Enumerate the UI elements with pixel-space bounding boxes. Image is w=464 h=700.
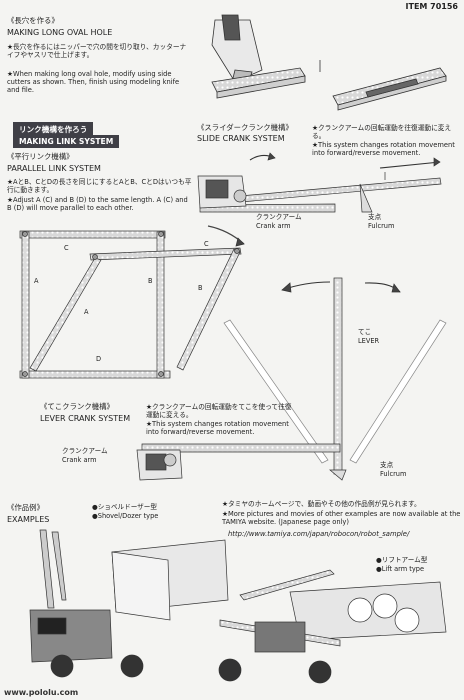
- examples-title-jp: 《作品例》: [7, 503, 44, 512]
- shovel-type-label-en: ●Shovel/Dozer type: [92, 512, 159, 520]
- lever-crank-arm-label-jp: クランクアーム: [62, 447, 108, 455]
- parallel-link-title-jp: 《平行リンク機構》: [7, 152, 74, 161]
- lever-crank-arm-label-en: Crank arm: [62, 456, 97, 464]
- pololu-watermark: www.pololu.com: [4, 688, 79, 697]
- lever-label-jp: てこ: [358, 328, 372, 336]
- slide-crank-title-en: SLIDE CRANK SYSTEM: [197, 134, 285, 143]
- link-system-banner-jp: リンク機構を作ろう: [13, 122, 94, 137]
- example-robots-illustration: [29, 529, 447, 684]
- link-label-a-right: A: [84, 308, 89, 316]
- slide-fulcrum-label-en: Fulcrum: [368, 222, 395, 230]
- lever-crank-title-en: LEVER CRANK SYSTEM: [40, 414, 131, 423]
- parallel-link-title-en: PARALLEL LINK SYSTEM: [7, 164, 101, 173]
- website-note-en: ★More pictures and movies of other examp…: [222, 510, 461, 527]
- link-label-c: C: [64, 244, 69, 252]
- link-label-a-left: A: [34, 277, 39, 285]
- slide-crank-body-en: ★This system changes rotation movement i…: [312, 141, 455, 158]
- lever-crank-illustration: [136, 277, 447, 481]
- link-label-c-right: C: [204, 240, 209, 248]
- link-label-b-right: B: [198, 284, 203, 292]
- link-label-b-left: B: [148, 277, 153, 285]
- parallel-link-body-jp: ★AとB、CとDの長さを同じにするとAとB、CとDはいつも平行に動きます。: [7, 178, 192, 195]
- lift-arm-label-en: ●Lift arm type: [376, 565, 425, 573]
- slide-fulcrum-label-jp: 支点: [368, 213, 382, 221]
- oval-hole-body-en: ★When making long oval hole, modify usin…: [7, 70, 180, 95]
- lever-crank-body-jp: ★クランクアームの回転運動をてこを使って往復運動に変える。: [146, 403, 292, 420]
- examples-title-en: EXAMPLES: [7, 515, 50, 524]
- link-label-d: D: [96, 355, 102, 363]
- shovel-type-label-jp: ●ショベルドーザー型: [92, 503, 157, 511]
- example-url: http://www.tamiya.com/japan/robocon/robo…: [228, 530, 410, 538]
- slide-crank-arm-label-jp: クランクアーム: [256, 213, 302, 221]
- oval-hole-title-jp: 《長穴を作る》: [7, 16, 59, 25]
- slide-crank-arm-label-en: Crank arm: [256, 222, 291, 230]
- lever-crank-body-en: ★This system changes rotation movement i…: [146, 420, 289, 437]
- oval-hole-illustration: [211, 14, 447, 111]
- parallel-link-body-en: ★Adjust A (C) and B (D) to the same leng…: [7, 196, 188, 213]
- slide-crank-body-jp: ★クランクアームの回転運動を往復運動に変える。: [312, 124, 452, 141]
- website-note-jp: ★タミヤのホームページで、動画やその他の作品例が見られます。: [222, 500, 421, 508]
- lift-arm-label-jp: ●リフトアーム型: [376, 556, 428, 564]
- parallel-link-illustration: [19, 225, 245, 379]
- lever-fulcrum-label-jp: 支点: [380, 461, 394, 469]
- oval-hole-title-en: MAKING LONG OVAL HOLE: [7, 28, 113, 37]
- lever-fulcrum-label-en: Fulcrum: [380, 470, 407, 478]
- oval-hole-body-jp: ★長穴を作るにはニッパーで穴の間を切り取り、カッターナイフやヤスリで仕上げます。: [7, 43, 187, 60]
- item-number: ITEM 70156: [405, 2, 458, 11]
- lever-label-en: LEVER: [358, 337, 380, 345]
- link-system-banner-en: MAKING LINK SYSTEM: [13, 135, 120, 148]
- slide-crank-title-jp: 《スライダークランク機構》: [197, 123, 293, 132]
- slide-crank-illustration: [197, 152, 442, 213]
- lever-crank-title-jp: 《てこクランク機構》: [40, 402, 114, 411]
